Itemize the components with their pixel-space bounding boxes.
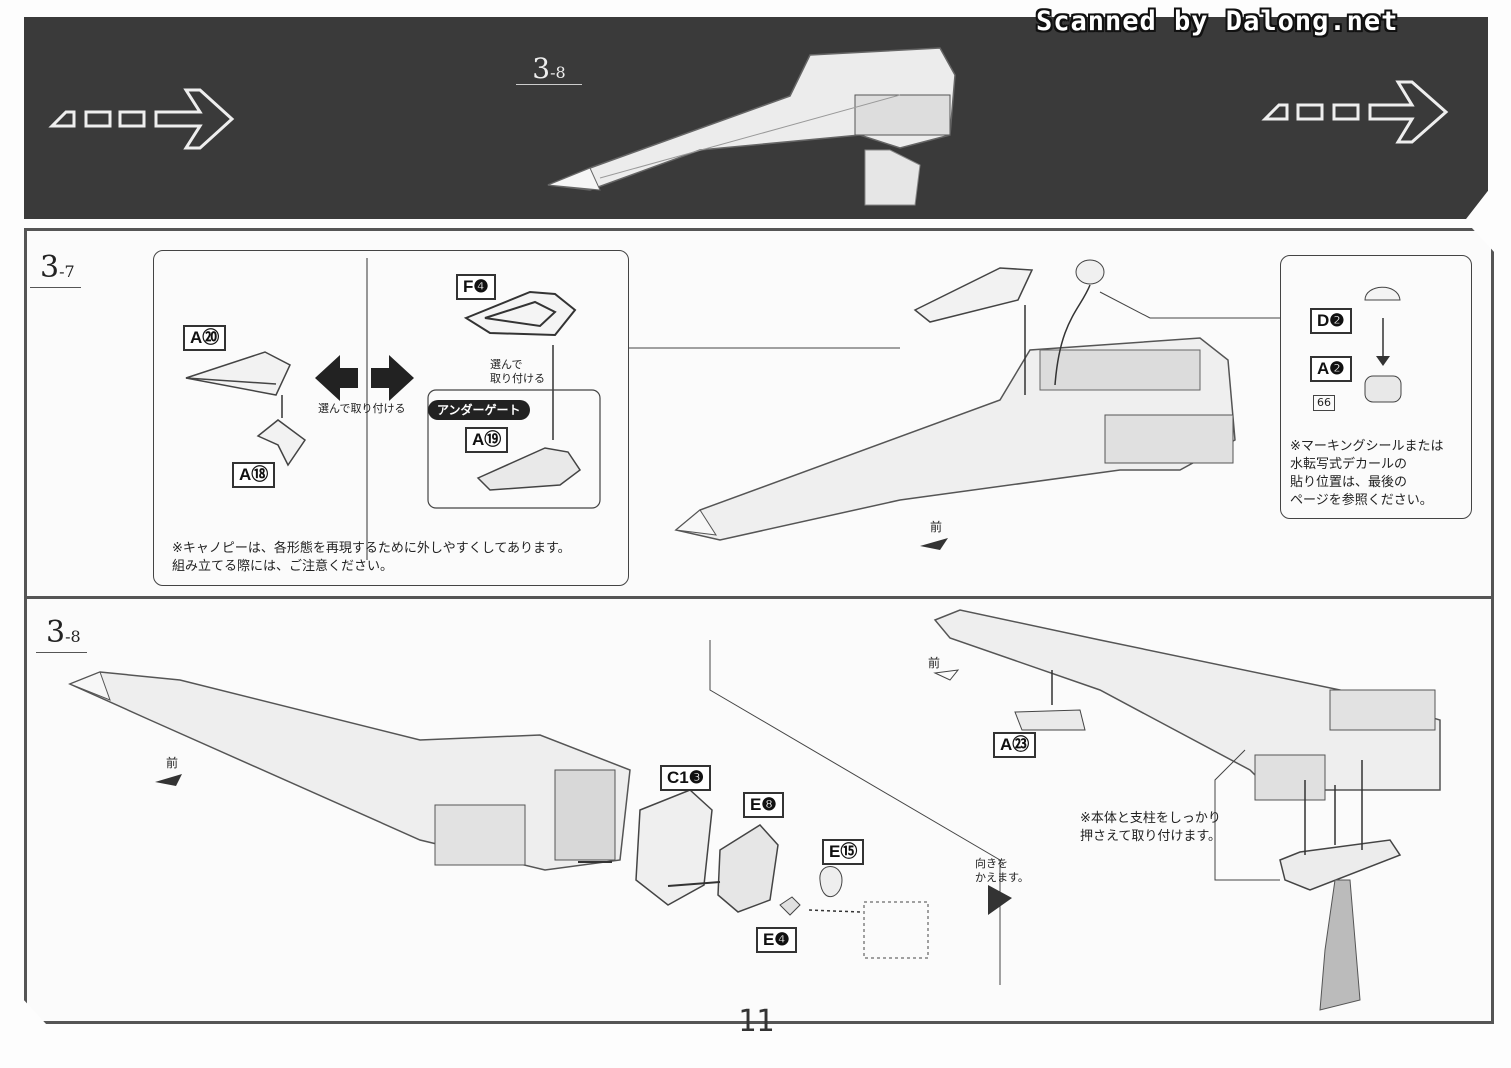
rotate-note: 向きを かえます。 <box>975 857 1029 884</box>
choose-double-arrow-icon <box>315 355 414 401</box>
ship-3-8-left-illustration <box>68 671 631 871</box>
undergate-badge: アンダーゲート <box>428 400 530 420</box>
ship-3-7-illustration <box>674 259 1236 550</box>
part-label-a19: A⑲ <box>465 427 509 453</box>
part-label-a2: A❷ <box>1310 356 1352 382</box>
canopy-f4-illustration <box>463 290 577 337</box>
marking-part-illustration <box>1364 286 1402 403</box>
parts-3-8-illustration <box>578 789 929 959</box>
canopy-a18-illustration <box>256 419 307 467</box>
part-label-e4: E❹ <box>756 927 797 953</box>
choose-attach-label: 選んで取り付ける <box>318 402 406 415</box>
marking-note: ※マーキングシールまたは 水転写式デカールの 貼り位置は、最後の ページを参照く… <box>1290 439 1444 508</box>
stand-attach-note: ※本体と支柱をしっかり 押さえて取り付けます。 <box>1080 811 1222 844</box>
ship-3-8-right-illustration <box>933 609 1441 1011</box>
rotate-arrow-icon <box>988 885 1012 915</box>
banner-arrow-left-icon <box>48 88 235 150</box>
choose-attach-short-label: 選んで 取り付ける <box>490 358 545 385</box>
undergate-box <box>427 389 601 509</box>
step-3-8-label: 3-8 <box>36 615 87 653</box>
page-number: 11 <box>738 1004 775 1039</box>
marking-inset <box>1280 255 1472 519</box>
decal-number-icon: 66 <box>1313 395 1335 411</box>
canopy-a19-illustration <box>476 447 582 491</box>
front-label-3-8-left: 前 <box>166 756 179 770</box>
scan-watermark: Scanned by Dalong.net <box>1036 6 1399 37</box>
flow-line <box>709 640 1001 985</box>
banner-step-number: 3-8 <box>516 52 582 85</box>
front-label-3-8-right: 前 <box>928 656 941 670</box>
canopy-options-inset <box>153 250 629 586</box>
part-label-c13: C1❸ <box>660 765 711 791</box>
part-label-a23: A㉓ <box>993 732 1037 758</box>
canopy-caution-note: ※キャノピーは、各形態を再現するために外しやすくしてあります。 組み立てる際には… <box>172 541 571 574</box>
step-divider <box>24 596 1494 599</box>
part-label-d2: D❷ <box>1310 308 1352 334</box>
part-label-e15: E⑮ <box>822 839 865 865</box>
banner-arrow-right-icon <box>1261 80 1449 144</box>
step-3-7-label: 3-7 <box>30 250 81 288</box>
banner-ship-illustration <box>547 47 956 206</box>
part-label-f4: F❹ <box>456 274 496 300</box>
front-label-3-7: 前 <box>930 520 943 534</box>
part-label-a20: A⑳ <box>183 325 227 351</box>
canopy-a20-illustration <box>185 351 291 396</box>
part-label-a18: A⑱ <box>232 462 276 488</box>
part-label-e8: E❽ <box>743 792 784 818</box>
